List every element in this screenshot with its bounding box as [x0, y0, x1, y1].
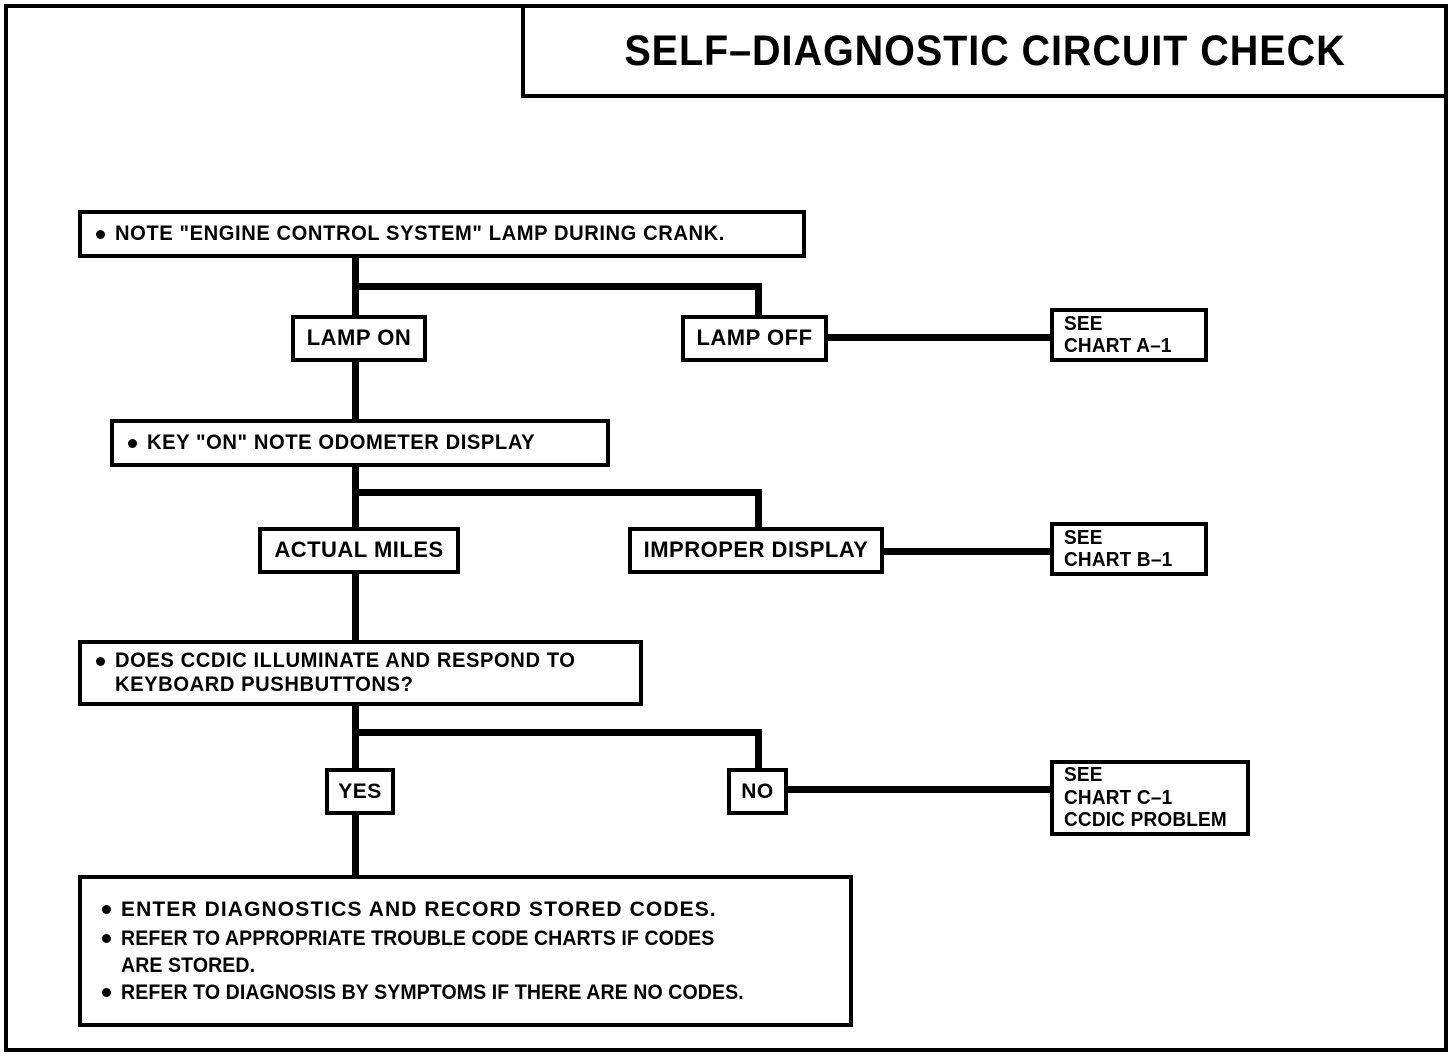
ref-chart-a1-lines: SEE CHART A–1 [1064, 313, 1177, 358]
connector-branch1-horizontal [352, 283, 762, 290]
page-title: SELF–DIAGNOSTIC CIRCUIT CHECK [623, 26, 1346, 75]
ref-chart-c1-line2: CHART C–1 [1064, 786, 1173, 809]
improper-display-label: IMPROPER DISPLAY [643, 537, 869, 563]
connector-actualmiles-to-step3 [352, 573, 359, 641]
ref-chart-b1-line2: CHART B–1 [1064, 549, 1173, 571]
step3-text-block: DOES CCDIC ILLUMINATE AND RESPOND TO KEY… [115, 649, 625, 697]
bullet-dot-icon [128, 439, 137, 448]
connector-lampon-to-step2 [352, 361, 359, 419]
bullet-dot-icon [96, 230, 105, 239]
no-label: NO [741, 779, 774, 803]
connector-no-down [755, 729, 762, 769]
step-note-lamp-during-crank: NOTE "ENGINE CONTROL SYSTEM" LAMP DURING… [78, 210, 806, 258]
step3-bullet-list: DOES CCDIC ILLUMINATE AND RESPOND TO KEY… [96, 649, 625, 697]
list-item: REFER TO APPROPRIATE TROUBLE CODE CHARTS… [102, 926, 829, 980]
final-item-2: REFER TO APPROPRIATE TROUBLE CODE CHARTS… [121, 926, 715, 977]
connector-branch3-horizontal [352, 729, 762, 736]
lamp-on-label: LAMP ON [306, 325, 412, 351]
title-banner: SELF–DIAGNOSTIC CIRCUIT CHECK [521, 8, 1444, 98]
connector-yes-to-final [352, 814, 359, 878]
connector-branch2-horizontal [352, 489, 762, 496]
connector-step3-down [352, 703, 359, 769]
connector-lampoff-to-charta [826, 334, 1054, 341]
bullet-row: KEY "ON" NOTE ODOMETER DISPLAY [128, 431, 592, 455]
ref-chart-c1-line3: CCDIC PROBLEM [1064, 809, 1227, 832]
bullet-dot-icon [102, 987, 111, 997]
final-item-3: REFER TO DIAGNOSIS BY SYMPTOMS IF THERE … [121, 980, 744, 1004]
ref-chart-a1-line2: CHART A–1 [1064, 335, 1172, 357]
state-lamp-off: LAMP OFF [681, 315, 828, 362]
ref-chart-a1: SEE CHART A–1 [1050, 308, 1208, 362]
ref-chart-c1-line1: SEE [1064, 764, 1103, 787]
bullet-row: DOES CCDIC ILLUMINATE AND RESPOND TO KEY… [96, 649, 625, 697]
final-bullet-list: ENTER DIAGNOSTICS AND RECORD STORED CODE… [102, 897, 829, 1007]
list-item: ENTER DIAGNOSTICS AND RECORD STORED CODE… [102, 897, 829, 924]
state-actual-miles: ACTUAL MILES [258, 527, 460, 574]
ref-chart-a1-line1: SEE [1064, 312, 1103, 335]
yes-label: YES [338, 779, 382, 803]
ref-chart-c1-lines: SEE CHART C–1 CCDIC PROBLEM [1064, 764, 1236, 831]
bullet-dot-icon [102, 905, 111, 914]
final-instructions-box: ENTER DIAGNOSTICS AND RECORD STORED CODE… [78, 875, 853, 1027]
step3-line2: KEYBOARD PUSHBUTTONS? [115, 673, 414, 696]
connector-lampoff-down [755, 283, 762, 318]
state-improper-display: IMPROPER DISPLAY [628, 527, 884, 574]
state-yes: YES [325, 768, 395, 815]
list-item: REFER TO DIAGNOSIS BY SYMPTOMS IF THERE … [102, 980, 829, 1007]
ref-chart-b1: SEE CHART B–1 [1050, 522, 1208, 576]
bullet-row: NOTE "ENGINE CONTROL SYSTEM" LAMP DURING… [96, 222, 788, 246]
step3-line1: DOES CCDIC ILLUMINATE AND RESPOND TO [115, 649, 576, 672]
connector-improper-to-chartb [882, 548, 1054, 555]
ref-chart-b1-line1: SEE [1064, 526, 1103, 549]
ref-chart-b1-lines: SEE CHART B–1 [1064, 527, 1178, 572]
bullet-dot-icon [102, 933, 111, 943]
step1-text: NOTE "ENGINE CONTROL SYSTEM" LAMP DURING… [115, 222, 725, 245]
lamp-off-label: LAMP OFF [696, 325, 813, 351]
connector-improper-down [755, 489, 762, 528]
state-no: NO [727, 768, 788, 815]
bullet-dot-icon [96, 657, 105, 666]
state-lamp-on: LAMP ON [291, 315, 427, 362]
ref-chart-c1: SEE CHART C–1 CCDIC PROBLEM [1050, 760, 1250, 836]
step-ccdic-question: DOES CCDIC ILLUMINATE AND RESPOND TO KEY… [78, 640, 643, 706]
final-item-1: ENTER DIAGNOSTICS AND RECORD STORED CODE… [121, 898, 717, 921]
page-border [4, 4, 1448, 1052]
step2-bullet-list: KEY "ON" NOTE ODOMETER DISPLAY [128, 431, 592, 455]
connector-no-to-chartc [786, 786, 1054, 793]
step1-bullet-list: NOTE "ENGINE CONTROL SYSTEM" LAMP DURING… [96, 222, 788, 246]
connector-step2-down [352, 466, 359, 528]
step-key-on-note-odometer: KEY "ON" NOTE ODOMETER DISPLAY [110, 419, 610, 467]
actual-miles-label: ACTUAL MILES [274, 537, 444, 563]
step2-text: KEY "ON" NOTE ODOMETER DISPLAY [147, 431, 536, 454]
